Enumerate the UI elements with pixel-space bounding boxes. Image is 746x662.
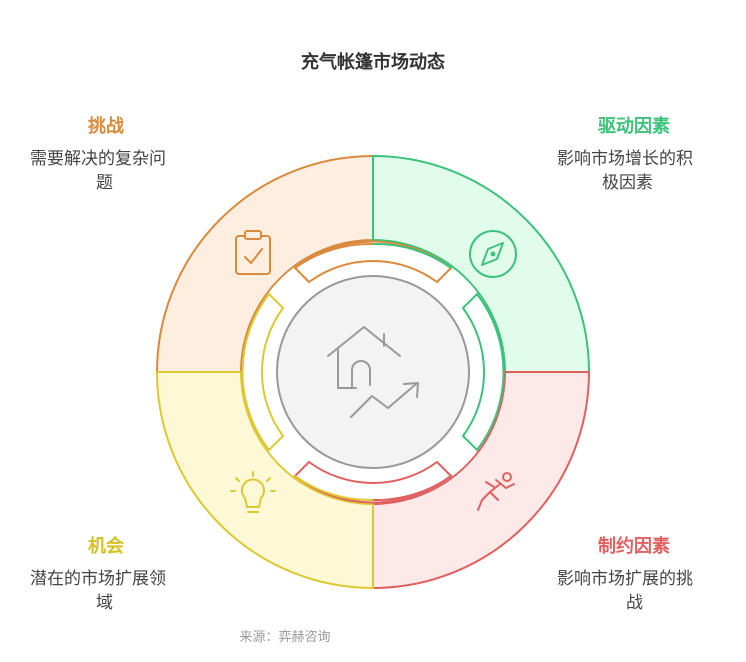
diagram-title: 充气帐篷市场动态 (301, 52, 445, 73)
opportunities-desc-line2: 域 (96, 593, 113, 613)
challenges-title: 挑战 (88, 116, 124, 137)
challenges-quadrant (155, 154, 374, 373)
restraints-desc-line1: 影响市场扩展的挑 (557, 569, 693, 589)
house-growth-icon (327, 326, 419, 418)
drivers-title: 驱动因素 (598, 116, 670, 137)
challenges-desc-line2: 题 (96, 173, 113, 193)
lightbulb-icon (230, 471, 276, 513)
drivers-desc-line2: 极因素 (602, 173, 653, 193)
falling-person-icon (477, 472, 515, 511)
clipboard-check-icon (235, 230, 271, 275)
drivers-desc-line1: 影响市场增长的积 (557, 149, 693, 169)
opportunities-title: 机会 (88, 536, 124, 557)
restraints-title: 制约因素 (598, 536, 670, 557)
center-circle (276, 275, 470, 469)
drivers-quadrant (372, 154, 591, 373)
restraints-desc-line2: 战 (626, 593, 643, 613)
opportunities-quadrant (155, 371, 374, 590)
opportunities-desc-line1: 潜在的市场扩展领 (30, 569, 166, 589)
drivers-inner-arc (461, 292, 505, 452)
opportunities-inner-arc (241, 292, 285, 452)
compass-icon (469, 230, 517, 278)
restraints-quadrant (372, 371, 591, 590)
source-note: 来源：弈赫咨询 (239, 630, 331, 645)
challenges-desc-line1: 需要解决的复杂问 (30, 149, 166, 169)
